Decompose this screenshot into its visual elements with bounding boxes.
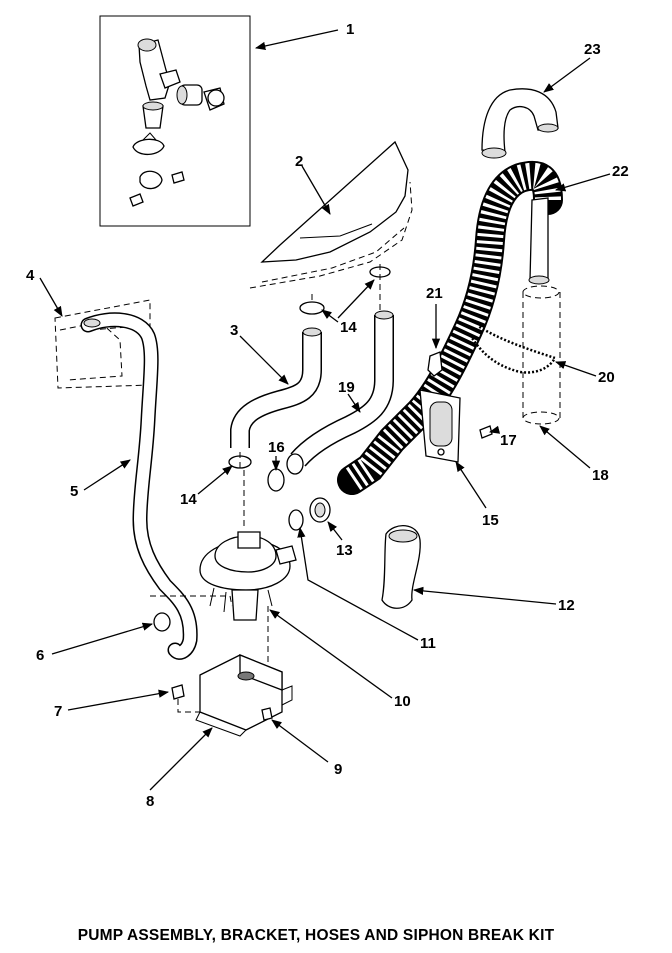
callout-17: 17 [500, 432, 517, 449]
callout-numbers: 1 2 3 4 5 6 7 8 9 10 11 12 13 14 14 15 1… [26, 21, 629, 810]
callout-5: 5 [70, 483, 78, 500]
callout-18: 18 [592, 467, 609, 484]
part-19-hose [286, 310, 394, 475]
part-16-clamp [267, 468, 285, 492]
callout-14-upper: 14 [340, 319, 357, 336]
callout-11: 11 [420, 635, 436, 652]
part-7-screw [171, 684, 200, 713]
part-13-coupling [309, 497, 331, 523]
callout-2: 2 [295, 153, 303, 170]
part-15-plate [419, 389, 461, 463]
callout-21: 21 [426, 285, 443, 302]
callout-15: 15 [482, 512, 499, 529]
part-21-clip [427, 351, 443, 377]
part-6-clamp [150, 595, 233, 632]
part-20-chain [468, 324, 557, 374]
part-23-elbow [481, 88, 559, 159]
callout-9: 9 [334, 761, 342, 778]
callout-7: 7 [54, 703, 62, 720]
callout-4: 4 [26, 267, 35, 284]
part-14-clamps [228, 264, 391, 470]
callout-19: 19 [338, 379, 355, 396]
callout-22: 22 [612, 163, 629, 180]
part-12-block [381, 525, 421, 609]
callout-16: 16 [268, 439, 285, 456]
part-3-hose [230, 327, 322, 448]
callout-10: 10 [394, 693, 411, 710]
callout-1: 1 [346, 21, 354, 38]
part-5-hose [80, 312, 198, 660]
callout-13: 13 [336, 542, 353, 559]
part-9-nut [261, 707, 273, 721]
part-22-drain-hose [337, 160, 563, 495]
part-2-shield [249, 140, 413, 289]
leader-lines [39, 29, 611, 791]
callout-8: 8 [146, 793, 154, 810]
part-10-pump [199, 470, 297, 690]
callout-6: 6 [36, 647, 44, 664]
part-18-standpipe [522, 285, 561, 425]
diagram-title: PUMP ASSEMBLY, BRACKET, HOSES AND SIPHON… [78, 927, 555, 944]
callout-12: 12 [558, 597, 575, 614]
callout-14-lower: 14 [180, 491, 197, 508]
part-1-kit-box [99, 15, 251, 227]
callout-20: 20 [598, 369, 615, 386]
callout-3: 3 [230, 322, 238, 339]
callout-23: 23 [584, 41, 601, 58]
part-11-clamp [288, 509, 304, 531]
